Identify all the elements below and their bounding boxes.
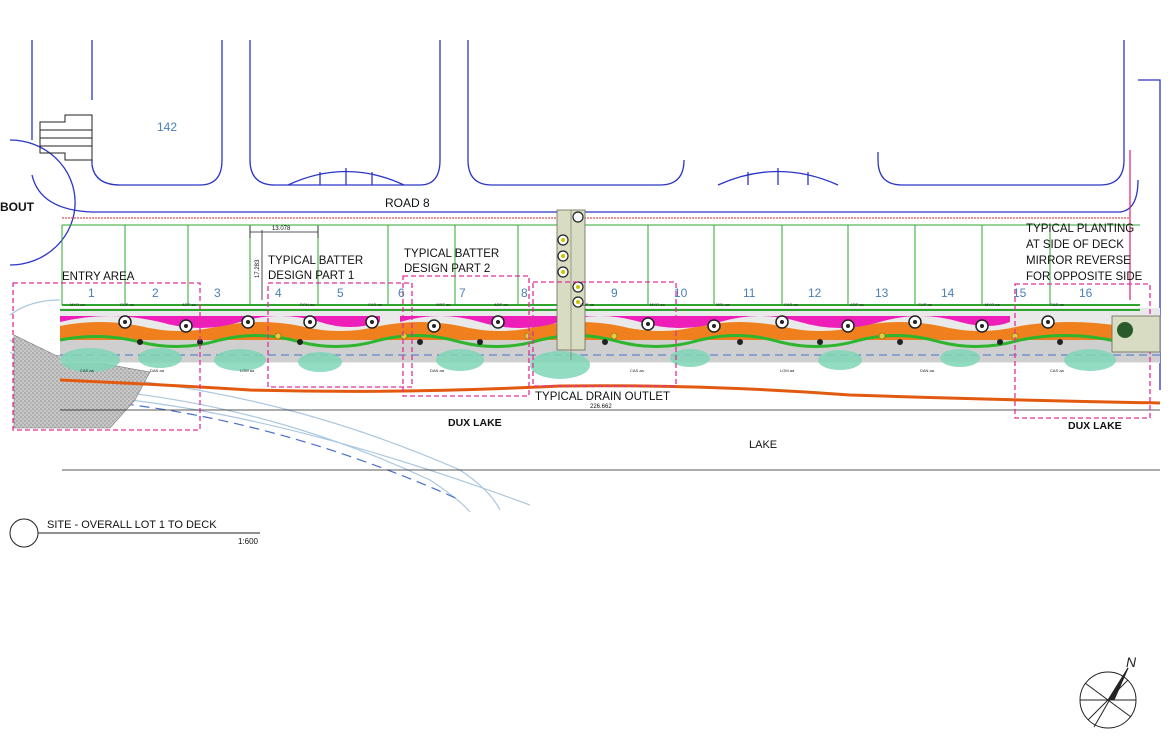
tree-symbols: [118, 315, 1063, 345]
building-outline: [39, 114, 93, 161]
title-block: SITE - OVERALL LOT 1 TO DECK 1:600: [9, 518, 260, 548]
svg-text:ADP aa: ADP aa: [850, 302, 864, 307]
lot-number: 1: [88, 286, 95, 300]
svg-text:CAS aa: CAS aa: [1050, 302, 1065, 307]
svg-text:ADP aa: ADP aa: [182, 302, 196, 307]
lot-number: 7: [459, 286, 466, 300]
lot-number: 8: [521, 286, 528, 300]
lot-number: 10: [674, 286, 688, 300]
lake-label: LAKE: [749, 439, 777, 451]
lot-number: 13: [875, 286, 889, 300]
shrub-clusters: [60, 348, 1116, 379]
title-marker-circle: [9, 518, 39, 548]
svg-text:DOH aa: DOH aa: [300, 302, 315, 307]
svg-text:LOM aa: LOM aa: [240, 368, 255, 373]
dimension-total: 226.662: [590, 404, 612, 410]
callout-boxes: [12, 275, 1151, 431]
svg-text:CUP aa: CUP aa: [120, 302, 135, 307]
svg-text:CAS aa: CAS aa: [784, 302, 799, 307]
entry-area-label: ENTRY AREA: [62, 271, 135, 283]
dux-lake-left: DUX LAKE: [448, 417, 502, 429]
lot-numbers: 1 2 3 4 5 6 7 8 9 10 11 12 13 14 15 16: [88, 286, 1093, 300]
road-network: [9, 40, 1161, 390]
north-arrow-icon: N: [1079, 654, 1137, 729]
svg-text:MEL aa: MEL aa: [716, 302, 730, 307]
planting-line1: TYPICAL PLANTING: [1026, 223, 1134, 235]
lot-number: 11: [743, 286, 756, 300]
pink-planting-beds: [60, 316, 1010, 328]
svg-text:DAN aa: DAN aa: [150, 368, 165, 373]
planting-line4: FOR OPPOSITE SIDE: [1026, 271, 1143, 283]
deck-tree: [1117, 322, 1133, 338]
plan-labels: 142 BOUT ROAD 8 ENTRY AREA TYPICAL BATTE…: [0, 120, 1143, 451]
svg-text:WST aa: WST aa: [436, 302, 451, 307]
svg-text:ADP aa: ADP aa: [494, 302, 508, 307]
lot-number: 16: [1079, 286, 1093, 300]
lot-number: 14: [941, 286, 955, 300]
svg-text:CAS aa: CAS aa: [80, 368, 95, 373]
svg-text:CAS aa: CAS aa: [630, 368, 645, 373]
drain-outlet-label: TYPICAL DRAIN OUTLET: [535, 391, 670, 403]
batter1-line2: DESIGN PART 1: [268, 270, 354, 282]
orange-planting-bed: [60, 322, 1120, 340]
north-label: N: [1126, 654, 1137, 670]
lot-number: 2: [152, 286, 159, 300]
lot-number: 5: [337, 286, 344, 300]
drawing-scale: 1:600: [238, 537, 259, 546]
svg-text:CUP aa: CUP aa: [580, 302, 595, 307]
lot-number: 12: [808, 286, 822, 300]
drain-pit-fill: [561, 238, 580, 304]
svg-text:CAS aa: CAS aa: [1050, 368, 1065, 373]
svg-text:DAN aa: DAN aa: [920, 368, 935, 373]
planting-line2: AT SIDE OF DECK: [1026, 239, 1124, 251]
svg-text:CUP aa: CUP aa: [918, 302, 933, 307]
svg-text:MYO aa: MYO aa: [70, 302, 85, 307]
lot-number: 9: [611, 286, 618, 300]
batter1-line1: TYPICAL BATTER: [268, 255, 363, 267]
roundabout-label: BOUT: [0, 200, 35, 214]
lot-number: 4: [275, 286, 282, 300]
svg-text:MYO aa: MYO aa: [650, 302, 665, 307]
dimension-width: 13.078: [272, 226, 291, 232]
plant-code-labels: MYO aa CUP aa ADP aa DOH aa CAS aa WST aa AD…: [70, 302, 1065, 373]
lot-number: 6: [398, 286, 405, 300]
dimension-height: 17.283: [255, 259, 261, 278]
svg-text:CAS aa: CAS aa: [368, 302, 383, 307]
svg-text:MYO aa: MYO aa: [985, 302, 1000, 307]
lot-number: 3: [214, 286, 221, 300]
dimension-lines: [60, 226, 1160, 471]
batter2-line1: TYPICAL BATTER: [404, 248, 499, 260]
svg-text:LOM aa: LOM aa: [780, 368, 795, 373]
road-label: ROAD 8: [385, 196, 430, 210]
lot-number: 15: [1013, 286, 1027, 300]
dux-lake-right: DUX LAKE: [1068, 420, 1122, 432]
lot-lines: [61, 224, 1140, 306]
lot-142-label: 142: [157, 120, 177, 134]
svg-text:DAN aa: DAN aa: [430, 368, 445, 373]
drawing-title: SITE - OVERALL LOT 1 TO DECK: [47, 519, 217, 531]
planting-line3: MIRROR REVERSE: [1026, 255, 1131, 267]
batter2-line2: DESIGN PART 2: [404, 263, 490, 275]
